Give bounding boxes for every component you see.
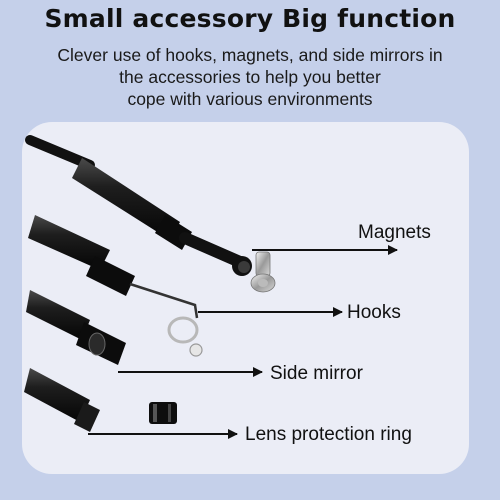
ring-hook-icon xyxy=(167,316,203,357)
camera-hook xyxy=(28,215,199,319)
lens-ring-label: Lens protection ring xyxy=(245,424,412,445)
description-line-1: Clever use of hooks, magnets, and side m… xyxy=(57,45,443,65)
camera-magnet xyxy=(25,135,252,276)
magnet-accessory-icon xyxy=(250,251,276,293)
camera-lens-ring xyxy=(24,368,100,432)
magnets-label: Magnets xyxy=(358,222,431,243)
side-mirror-label: Side mirror xyxy=(270,363,363,384)
description-line-2: the accessories to help you better xyxy=(119,67,381,87)
headline: Small accessory Big function xyxy=(44,4,456,33)
camera-side-mirror xyxy=(26,290,126,365)
description: Clever use of hooks, magnets, and side m… xyxy=(20,44,480,110)
hooks-label: Hooks xyxy=(347,302,401,323)
description-line-3: cope with various environments xyxy=(127,89,373,109)
lens-protection-ring-icon xyxy=(149,402,177,424)
